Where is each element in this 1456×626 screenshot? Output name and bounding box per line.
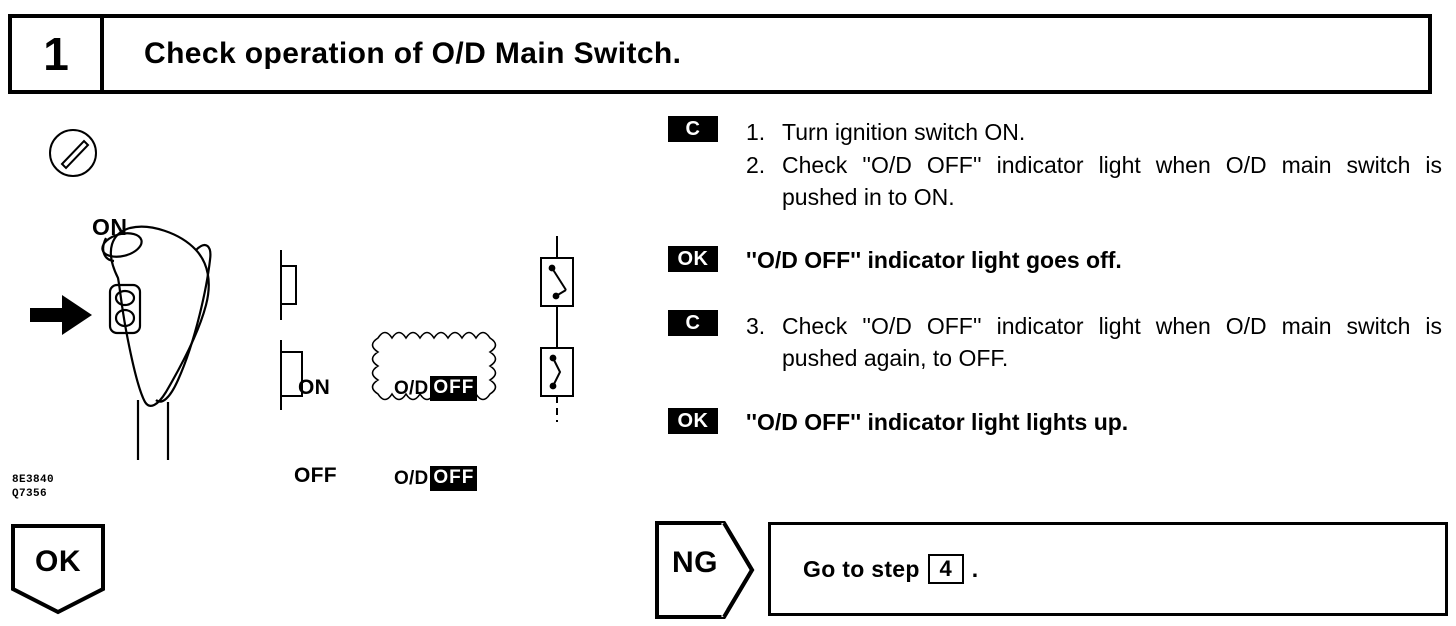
switch-position-label-on: ON [298,376,331,399]
goto-step-prefix: Go to step [803,555,920,582]
goto-step-box: Go to step 4 . [768,522,1448,616]
switch-position-label-off: OFF [294,464,337,487]
figure-code: 8E3840 Q7356 [12,474,54,502]
result-text: ''O/D OFF'' indicator light goes off. [746,247,1122,273]
list-item-number: 3. [746,313,766,339]
ignition-key-switch-icon [49,129,97,177]
ng-result-marker: NG [654,520,758,620]
instruction-block-result-1: OK ''O/D OFF'' indicator light goes off. [668,246,1122,274]
list-item-text: Check ''O/D OFF'' indicator light when O… [782,152,1442,210]
switch-open-contact-icon [540,236,574,328]
list-item-text: Turn ignition switch ON. [782,119,1026,145]
check-badge: C [668,116,718,142]
step-number-cell: 1 [12,18,104,90]
switch-closed-contact-icon [540,326,574,422]
right-arrow-icon [30,295,92,335]
ok-badge: OK [668,246,718,272]
step-number: 1 [43,28,69,80]
lamp-highlight-label: OFF [430,376,478,401]
list-item-number: 2. [746,152,766,178]
lamp-highlight-label: OFF [430,466,478,491]
illustration-panel: ON ON OFF O/D OFF O/D OFF [0,100,640,491]
step-title-cell: Check operation of O/D Main Switch. [104,18,1428,90]
push-switch-on-icon [280,250,297,320]
list-item: 2. Check ''O/D OFF'' indicator light whe… [746,149,1442,213]
goto-step-text: Go to step 4 . [803,553,979,585]
shift-lever-knob-icon [101,225,212,460]
goto-step-number: 4 [927,553,964,585]
lamp-prefix-label: O/D [394,377,429,399]
instruction-list: 3. Check ''O/D OFF'' indicator light whe… [746,310,1442,375]
instruction-block-check-2: C 3. Check ''O/D OFF'' indicator light w… [668,310,1442,375]
pentagon-shape-icon [11,524,105,615]
instruction-block-result-2: OK ''O/D OFF'' indicator light lights up… [668,408,1128,436]
lamp-prefix-label: O/D [394,467,429,489]
ng-result-label: NG [672,546,718,579]
ok-result-marker: OK [10,523,106,615]
instruction-list: 1. Turn ignition switch ON. 2. Check ''O… [746,116,1442,214]
figure-code-line-2: Q7356 [12,487,48,500]
check-badge: C [668,310,718,336]
push-switch-off-icon [280,340,303,410]
page-title: Check operation of O/D Main Switch. [144,37,682,70]
list-item-text: Check ''O/D OFF'' indicator light when O… [782,313,1442,371]
result-text: ''O/D OFF'' indicator light lights up. [746,409,1129,435]
list-item: 1. Turn ignition switch ON. [746,116,1442,148]
goto-step-suffix: . [971,555,979,582]
ng-arrow-shape-icon [655,521,755,619]
lamp-glow-starburst-icon [371,331,497,401]
indicator-lamp-off-state: O/D OFF [394,376,478,401]
ok-result-label: OK [35,545,81,578]
illustration-drawing [30,129,574,460]
step-header: 1 Check operation of O/D Main Switch. [8,14,1432,94]
figure-code-line-1: 8E3840 [12,474,55,486]
list-item-number: 1. [746,119,766,145]
ok-badge: OK [668,408,718,434]
indicator-lamp-lit-state: O/D OFF [394,466,478,491]
instruction-block-check-1: C 1. Turn ignition switch ON. 2. Check '… [668,116,1442,214]
list-item: 3. Check ''O/D OFF'' indicator light whe… [746,310,1442,374]
ignition-state-label: ON [92,214,128,240]
